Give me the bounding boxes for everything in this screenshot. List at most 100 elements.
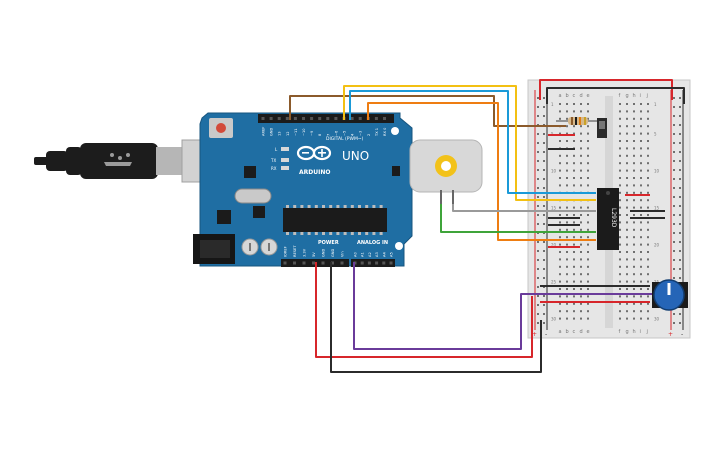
brand-label: ARDUINO	[299, 169, 330, 176]
digital-pin-label: ~5	[343, 131, 347, 136]
analog-pin-label: A5	[390, 252, 394, 257]
arduino-logo-icon	[296, 145, 332, 161]
mcu-chip	[283, 208, 387, 232]
breadboard-column-label: i	[640, 93, 641, 99]
breadboard-column-label: h	[633, 93, 636, 99]
power-pin-label: 5V	[312, 252, 316, 257]
digital-pin-label: ~6	[334, 130, 338, 136]
digital-pin-label: 8	[318, 133, 322, 136]
wire-orange	[367, 102, 596, 241]
breadboard-row-label: 15	[551, 205, 557, 210]
wire-yellow	[343, 85, 596, 201]
analog-pin-label: A4	[382, 252, 386, 257]
breadboard-row-label: 5	[551, 131, 554, 136]
slide-switch[interactable]	[597, 118, 607, 138]
digital-pin-label: 12	[286, 131, 290, 136]
wire-purple-a0	[353, 262, 653, 350]
digital-pin-label: 4	[351, 133, 355, 136]
analog-pin-label: A3	[375, 252, 379, 257]
breadboard-row-label: 20	[551, 242, 557, 247]
breadboard-column-label: d	[580, 329, 583, 335]
digital-header	[258, 114, 394, 123]
breadboard-column-label: a	[559, 93, 562, 99]
breadboard-column-label: c	[573, 93, 576, 99]
led-l	[281, 147, 289, 151]
breadboard-column-label: b	[566, 329, 569, 335]
breadboard-column-label: f	[619, 93, 621, 99]
rail-minus-right: -	[681, 331, 683, 338]
dc-motor	[409, 139, 483, 204]
breadboard-column-label: c	[573, 329, 576, 335]
model-label: UNO	[342, 149, 369, 163]
analog-pin-label: A2	[368, 252, 372, 257]
wire-green	[440, 204, 596, 233]
rail-minus-left: -	[545, 331, 547, 338]
breadboard-row-label: 30	[551, 316, 557, 321]
wire-gray	[452, 204, 596, 212]
led-l-label: L	[275, 147, 278, 152]
wire-red-5v	[315, 262, 533, 358]
digital-header-label: DIGITAL (PWM~)	[326, 136, 364, 142]
breadboard-column-label: b	[566, 93, 569, 99]
breadboard-column-label: e	[587, 93, 590, 99]
breadboard-row-label: 1	[551, 102, 554, 107]
led-tx	[281, 158, 289, 162]
wire-blue	[349, 90, 596, 194]
breadboard-row-label: 25	[654, 279, 660, 284]
l293d-chip: L293D	[597, 188, 619, 250]
analog-header	[351, 259, 395, 267]
breadboard-row-label: 25	[551, 279, 557, 284]
digital-pin-label: AREF	[262, 127, 266, 136]
breadboard-column-label: f	[619, 329, 621, 335]
arduino-board: L TX RX ARDUINO UNO DIGITAL (PWM~) POWER…	[193, 112, 413, 267]
breadboard-column-label: i	[640, 329, 641, 335]
digital-pin-label: GND	[270, 128, 274, 136]
digital-pin-label: ~9	[310, 130, 314, 136]
led-rx-label: RX	[271, 166, 277, 171]
power-pin-label: GND	[322, 249, 326, 257]
wire-red-rail-bridge	[539, 79, 673, 100]
power-pin-label: IOREF	[284, 246, 288, 257]
power-pin-label: Vin	[341, 251, 345, 257]
digital-pin-label: RX 0	[383, 127, 387, 136]
power-pin-label: 3.3V	[303, 248, 307, 257]
breadboard-column-label: j	[646, 329, 648, 335]
digital-pin-label: 7	[326, 134, 330, 136]
breadboard-row-label: 20	[654, 242, 660, 247]
rail-plus-right: +	[668, 331, 673, 338]
digital-pin-label: ~3	[359, 131, 363, 136]
power-pin-label: GND	[331, 249, 335, 257]
breadboard-row-label: 5	[654, 131, 657, 136]
wire-black-rail-bridge	[546, 87, 685, 104]
digital-pin-label: ~11	[294, 128, 298, 136]
chip-label: L293D	[610, 208, 617, 228]
analog-pin-label: A0	[354, 252, 358, 257]
wire-brown	[289, 95, 566, 127]
breadboard-column-label: d	[580, 93, 583, 99]
breadboard-column-label: h	[633, 329, 636, 335]
digital-pin-label: ~10	[302, 128, 306, 136]
wire-black-gnd	[330, 262, 542, 373]
analog-label: ANALOG IN	[357, 240, 388, 246]
power-pin-label: RESET	[293, 245, 297, 257]
breadboard-row-label: 15	[654, 205, 660, 210]
breadboard-column-label: j	[646, 93, 648, 99]
digital-pin-label: TX 1	[375, 128, 379, 137]
potentiometer[interactable]	[652, 279, 688, 311]
analog-pin-label: A1	[361, 252, 365, 257]
breadboard-row-label: 10	[654, 168, 660, 173]
resistor	[556, 117, 600, 125]
rail-plus-left: +	[532, 331, 537, 338]
wires	[289, 79, 685, 373]
power-label: POWER	[318, 240, 339, 246]
led-rx	[281, 166, 289, 170]
breadboard-column-label: e	[587, 329, 590, 335]
digital-pin-label: 2	[367, 134, 371, 136]
led-tx-label: TX	[270, 158, 276, 163]
breadboard-row-label: 10	[551, 168, 557, 173]
breadboard-column-label: a	[559, 329, 562, 335]
breadboard-column-label: g	[626, 329, 629, 335]
breadboard-row-label: 1	[654, 102, 657, 107]
digital-pin-label: 13	[278, 131, 282, 136]
